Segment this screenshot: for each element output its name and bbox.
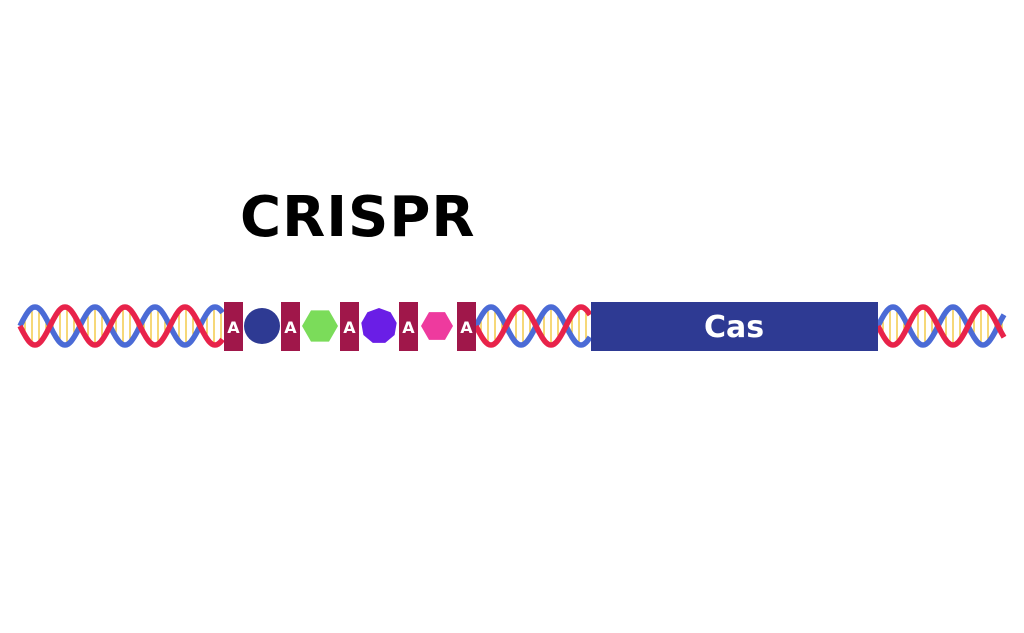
dna-strand-blue (875, 304, 1007, 348)
repeat-unit: A (224, 302, 243, 351)
repeat-label: A (402, 318, 415, 337)
cas-gene: Cas (591, 302, 878, 351)
repeat-unit: A (281, 302, 300, 351)
dna-strand-blue (17, 304, 225, 348)
dna-strand-blue (473, 304, 593, 348)
dna-strand-red (17, 304, 225, 348)
repeat-block (281, 302, 300, 351)
repeat-block (340, 302, 359, 351)
repeat-unit: A (457, 302, 476, 351)
spacer-circle (244, 308, 280, 344)
dna-helix-segment (17, 304, 225, 348)
repeat-label: A (284, 318, 297, 337)
repeat-block (399, 302, 418, 351)
repeat-label: A (343, 318, 356, 337)
repeat-label: A (227, 318, 240, 337)
dna-helix-segment (473, 304, 593, 348)
repeat-unit: A (399, 302, 418, 351)
dna-helix (17, 304, 1007, 348)
repeat-label: A (460, 318, 473, 337)
dna-helix-segment (875, 304, 1007, 348)
crispr-title: CRISPR (240, 185, 476, 250)
repeat-block (224, 302, 243, 351)
spacer-hexagon (421, 312, 453, 340)
repeat-block (457, 302, 476, 351)
dna-strand-red (473, 304, 593, 348)
repeat-unit: A (340, 302, 359, 351)
cas-gene-box (591, 302, 878, 351)
cas-label: Cas (704, 310, 764, 345)
spacer-nonagon (361, 308, 397, 343)
dna-strand-red (875, 304, 1007, 348)
spacer-hexagon (302, 310, 338, 342)
